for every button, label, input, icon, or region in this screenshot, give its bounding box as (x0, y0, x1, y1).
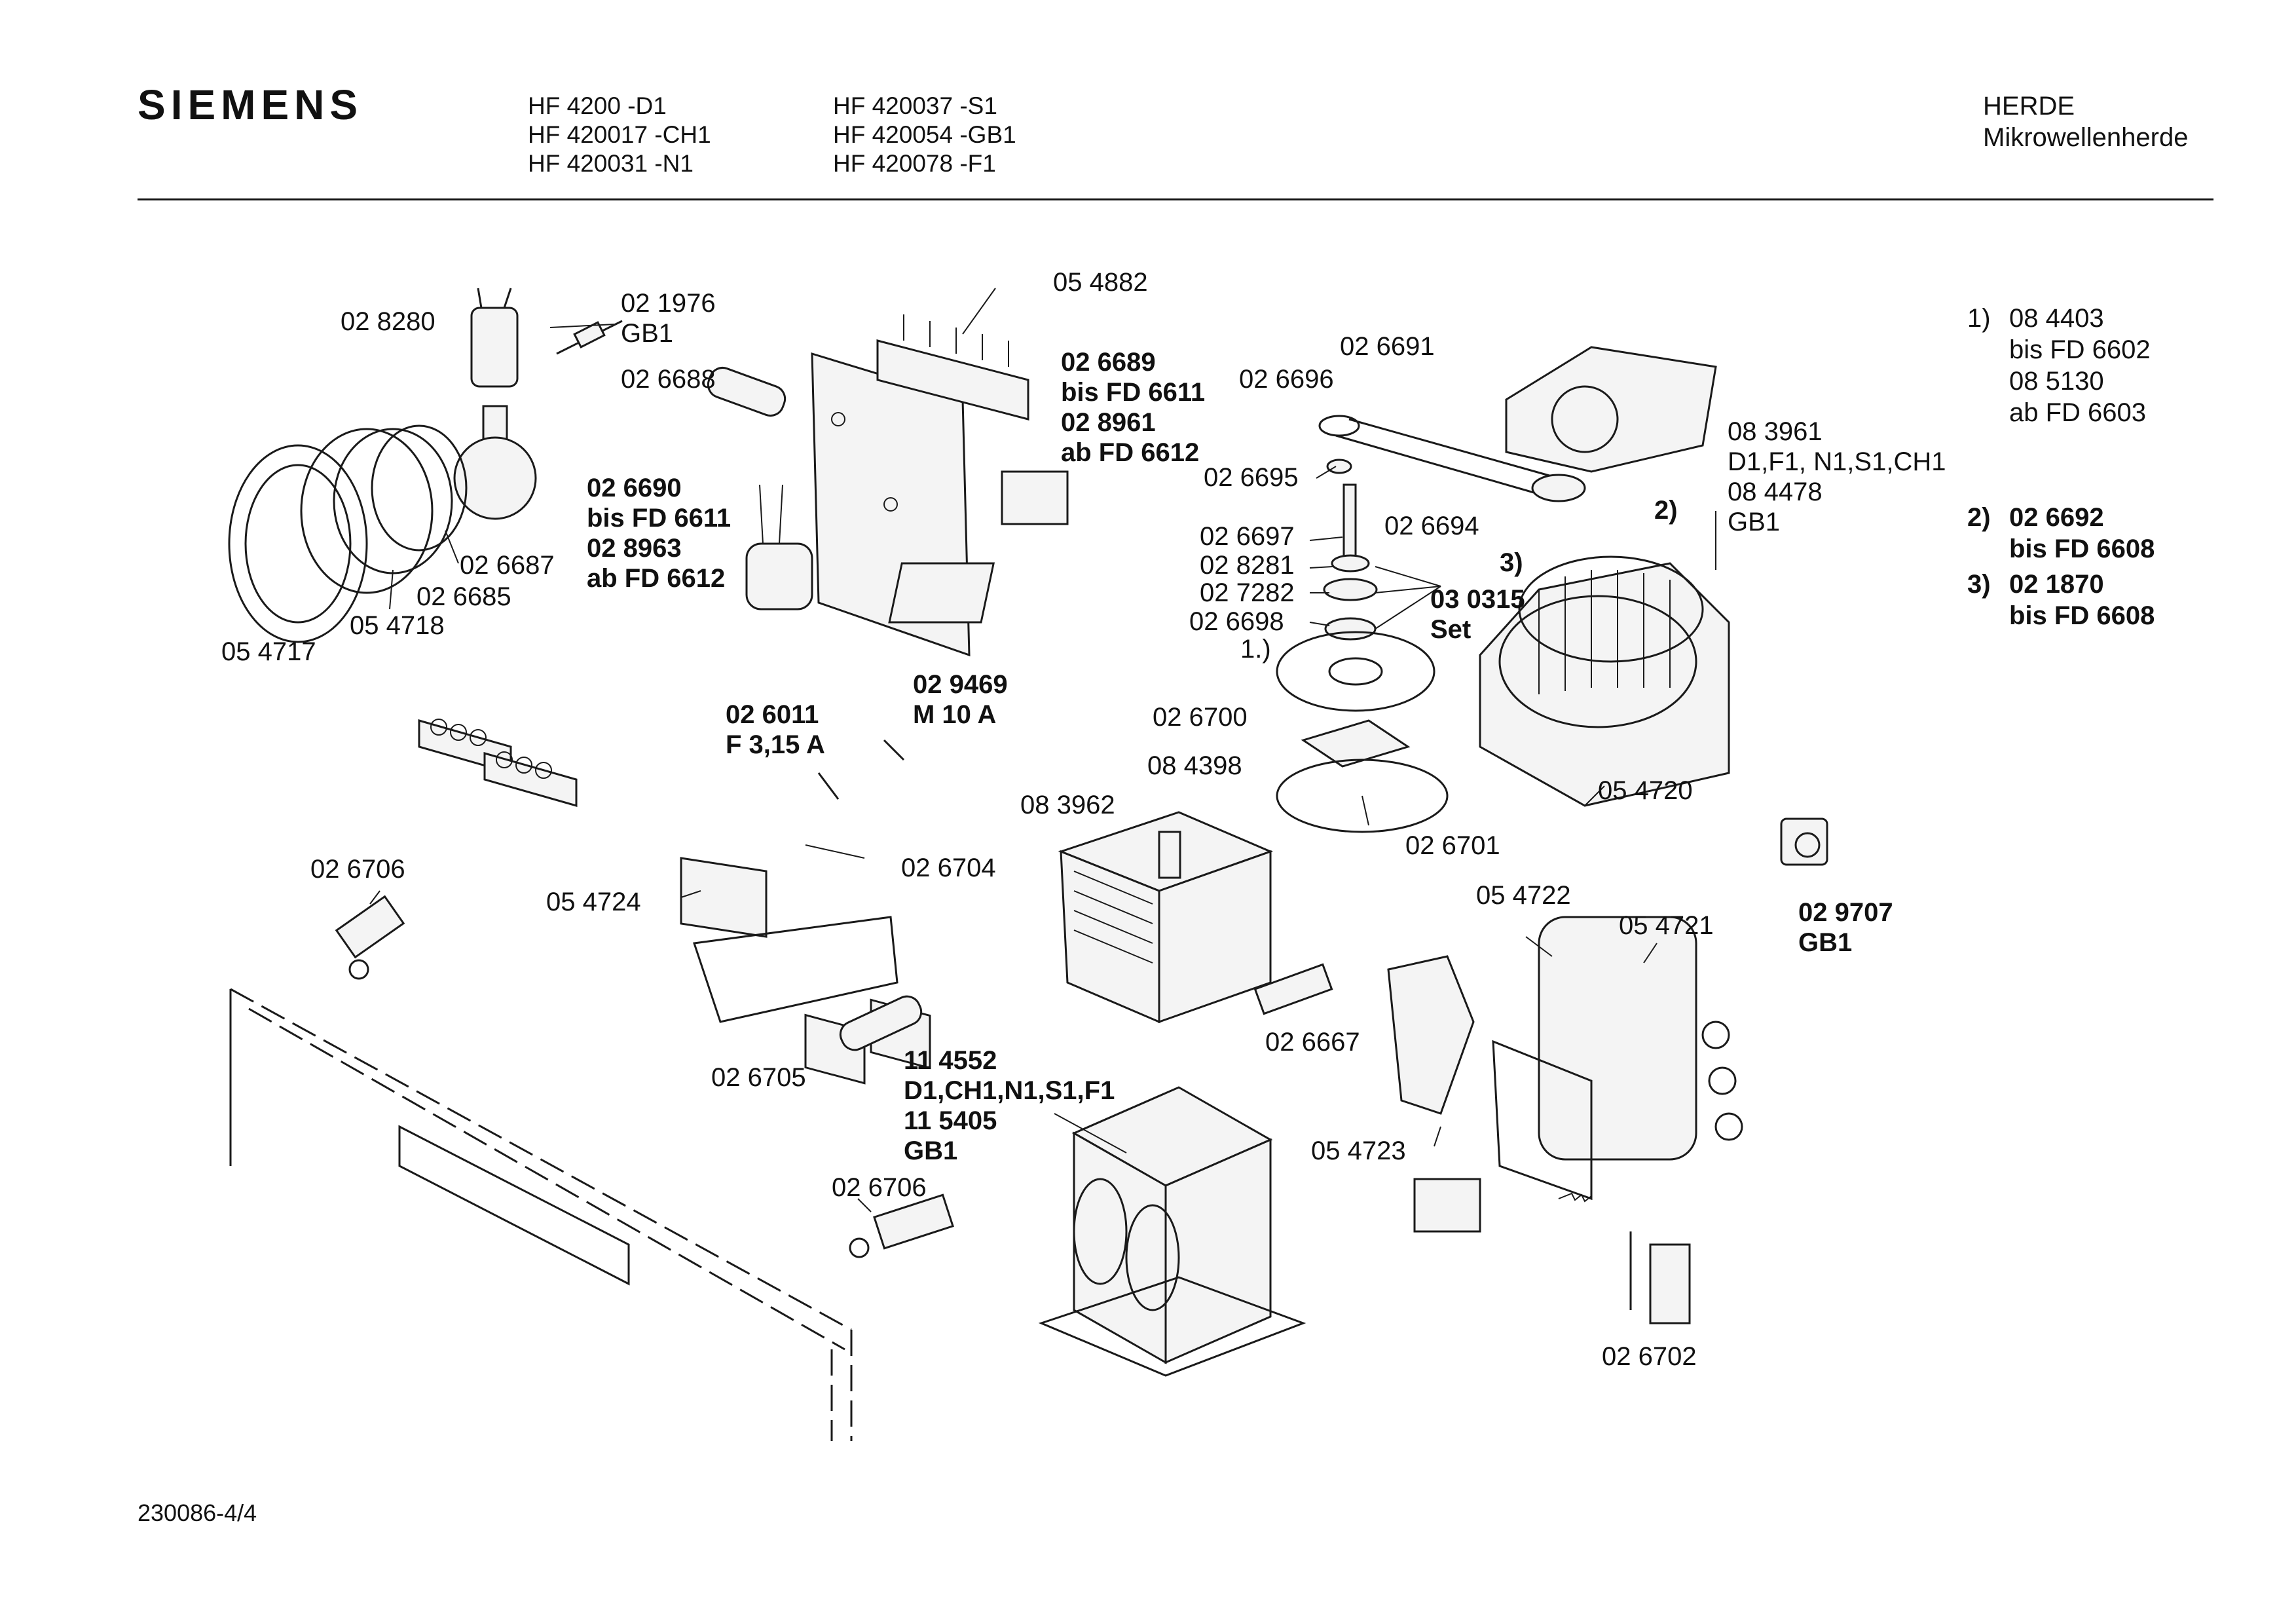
part-label: 1.) (1240, 635, 1271, 664)
fuse-block-part (1629, 1231, 1691, 1324)
part-label: 02 6706 (832, 1173, 927, 1202)
part-label: 05 4720 (1598, 776, 1693, 805)
part-label: 08 4398 (1147, 751, 1242, 780)
header-rule (138, 198, 2213, 200)
part-label: 05 4721 (1619, 911, 1714, 940)
part-label: 02 8281 (1200, 551, 1295, 580)
filter-part (707, 367, 813, 610)
part-label: 02 6688 (621, 365, 716, 394)
model-list-2: HF 420037 -S1 HF 420054 -GB1 HF 420078 -… (833, 92, 1016, 178)
part-label: 2) (1654, 496, 1678, 525)
document-number: 230086-4/4 (138, 1499, 257, 1526)
part-label: 02 6689 bis FD 6611 02 8961 ab FD 6612 (1061, 348, 1206, 467)
micro-switch-lower (849, 1193, 954, 1258)
part-label: 02 7282 (1200, 578, 1295, 607)
footnote-3: 3)02 1870 bis FD 6608 (1967, 570, 2155, 630)
part-label: 05 4718 (350, 611, 445, 640)
part-label: 05 4717 (221, 637, 316, 666)
part-label: 02 6696 (1239, 365, 1334, 394)
model-code: HF 420078 -F1 (833, 150, 996, 177)
part-label: 03 0315 Set (1430, 585, 1525, 644)
model-code: HF 420031 -N1 (528, 150, 694, 177)
part-label: 02 6697 (1200, 522, 1295, 551)
part-label: 02 1976 GB1 (621, 289, 716, 348)
lamp-bulb-part (453, 405, 537, 520)
drive-motor-part (1505, 346, 1717, 473)
leader-lines (369, 288, 1716, 1212)
part-label: 02 6667 (1265, 1028, 1360, 1057)
capacitor-bracket (1492, 1040, 1593, 1201)
category-title: HERDE (1983, 92, 2075, 121)
part-label: 08 3962 (1020, 791, 1115, 819)
terminal-block-top (876, 314, 1029, 421)
model-code: HF 420017 -CH1 (528, 121, 711, 148)
model-list-1: HF 4200 -D1 HF 420017 -CH1 HF 420031 -N1 (528, 92, 711, 178)
spring-part (1558, 1192, 1592, 1203)
belt-part (1318, 415, 1586, 502)
resistor-part (556, 320, 623, 355)
lamp-socket-part (470, 288, 519, 388)
part-label: 02 6690 bis FD 6611 02 8963 ab FD 6612 (587, 474, 731, 593)
part-label: 05 4882 (1053, 268, 1148, 297)
part-label: 02 9707 GB1 (1798, 898, 1893, 957)
part-label: 02 6700 (1153, 703, 1248, 732)
relay-part (888, 470, 1069, 624)
tube-part (839, 995, 923, 1051)
part-label: 08 3961 D1,F1, N1,S1,CH1 08 4478 GB1 (1728, 417, 1946, 536)
category-subtitle: Mikrowellenherde (1983, 123, 2189, 152)
magnetron-part (1058, 811, 1274, 1024)
part-label: 02 6704 (901, 854, 996, 882)
transformer-part (1038, 1086, 1306, 1377)
part-label: 02 6685 (417, 582, 511, 611)
part-label: 02 6695 (1204, 463, 1299, 492)
diode-holder-part (1387, 955, 1481, 1233)
model-code: HF 420037 -S1 (833, 92, 997, 119)
part-label: 02 6691 (1340, 332, 1435, 361)
door-outline (229, 988, 853, 1441)
part-label: 02 6706 (310, 855, 405, 884)
brand-logo: SIEMENS (138, 81, 363, 128)
selector-switch-part (1780, 817, 1828, 866)
footnote-2: 2)02 6692 bis FD 6608 (1967, 503, 2155, 563)
model-code: HF 420054 -GB1 (833, 121, 1016, 148)
part-label: 02 9469 M 10 A (913, 670, 1008, 729)
part-label: 05 4723 (1311, 1136, 1406, 1165)
terminal-strips (418, 719, 578, 807)
part-label: 3) (1500, 548, 1523, 577)
part-label: 11 4552 D1,CH1,N1,S1,F1 11 5405 GB1 (904, 1046, 1115, 1165)
part-label: 02 8280 (341, 307, 435, 336)
switch-assembly (680, 857, 898, 1023)
part-label: 02 6705 (711, 1063, 806, 1092)
part-label: 05 4724 (546, 888, 641, 916)
turntable-shaft-stack (1276, 483, 1449, 833)
part-label: 05 4722 (1476, 881, 1571, 910)
capacitor-part (1538, 916, 1743, 1161)
part-label: 02 6698 (1189, 607, 1284, 636)
thermal-cutout-part (1253, 963, 1333, 1015)
part-label: 02 6702 (1602, 1342, 1697, 1371)
part-label: 02 6687 (460, 551, 555, 580)
part-label: 02 6694 (1384, 512, 1479, 540)
fan-blower-part (1479, 555, 1730, 807)
part-label: 02 6011 F 3,15 A (726, 700, 825, 759)
category-block: HERDE Mikrowellenherde (1983, 90, 2188, 153)
micro-switch-upper (335, 895, 405, 980)
model-code: HF 4200 -D1 (528, 92, 667, 119)
footnote-1: 1)08 4403 bis FD 6602 08 5130 ab FD 6603 (1967, 304, 2151, 427)
part-label: 02 6701 (1405, 831, 1500, 860)
